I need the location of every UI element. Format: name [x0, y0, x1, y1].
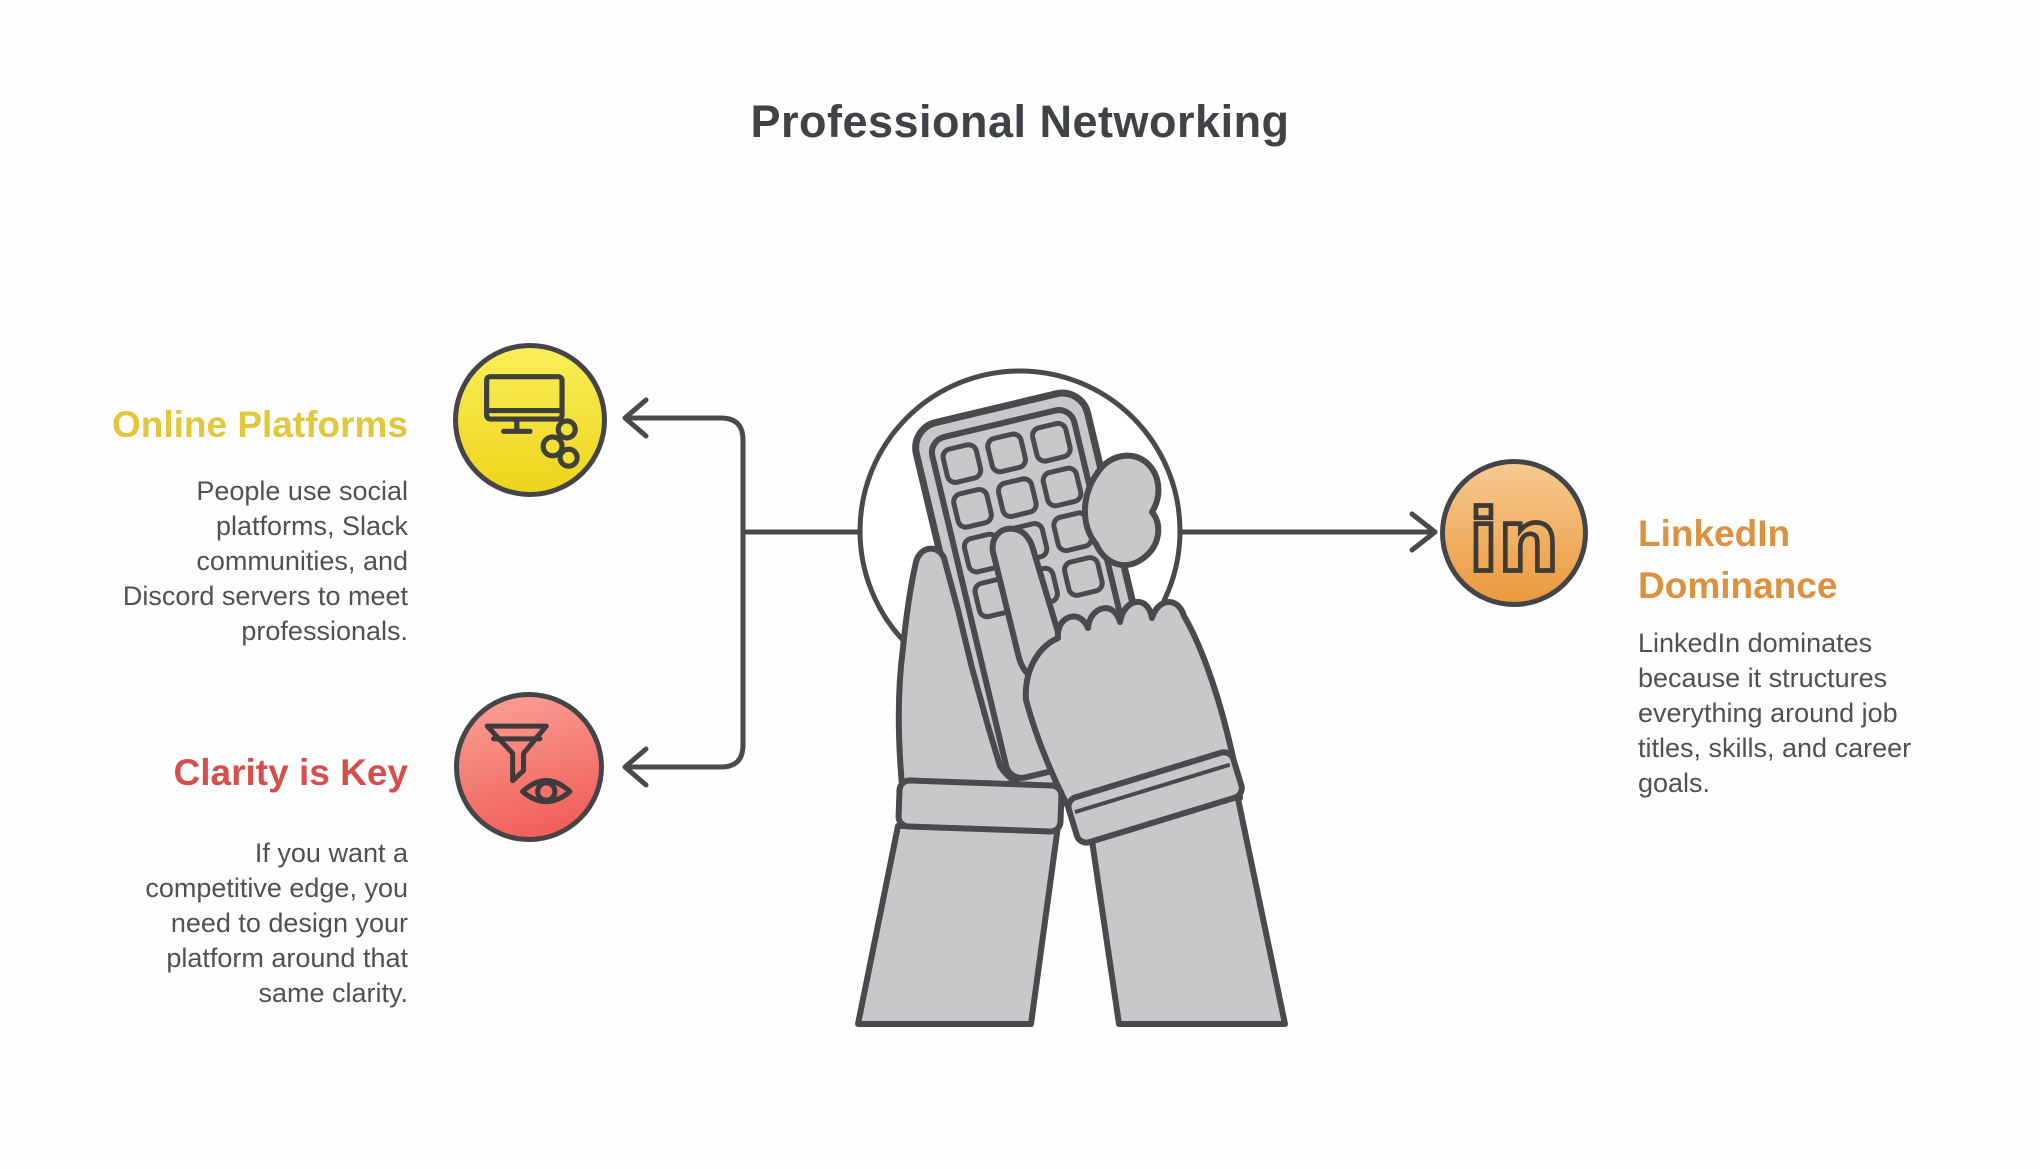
online-platforms-body: People use social platforms, Slack commu…: [122, 476, 408, 646]
online-platforms-heading: Online Platforms: [111, 404, 408, 445]
arrowhead-left-bottom-icon: [622, 746, 649, 788]
sleeves-illustration: [855, 749, 1288, 1027]
linkedin-heading: LinkedIn Dominance: [1638, 513, 1838, 606]
clarity-heading: Clarity is Key: [173, 752, 408, 793]
funnel-eye-icon: [484, 723, 573, 805]
linkedin-circle: in: [1440, 459, 1588, 607]
linkedin-body: LinkedIn dominates because it structures…: [1638, 628, 1912, 798]
online-platforms-circle: [453, 343, 607, 497]
thumb-shape: [1082, 452, 1162, 568]
connector-right: [1179, 511, 1438, 553]
page-title: Professional Networking: [750, 96, 1290, 147]
clarity-body: If you want a competitive edge, you need…: [145, 838, 408, 1008]
connector-left: [622, 397, 861, 788]
monitor-share-icon: [484, 374, 580, 469]
arrowhead-right-icon: [1409, 511, 1438, 553]
clarity-circle: [454, 692, 604, 842]
linkedin-in-glyph: in: [1469, 491, 1559, 591]
linkedin-in-icon: in: [1466, 489, 1561, 594]
arrowhead-left-top-icon: [622, 397, 649, 439]
